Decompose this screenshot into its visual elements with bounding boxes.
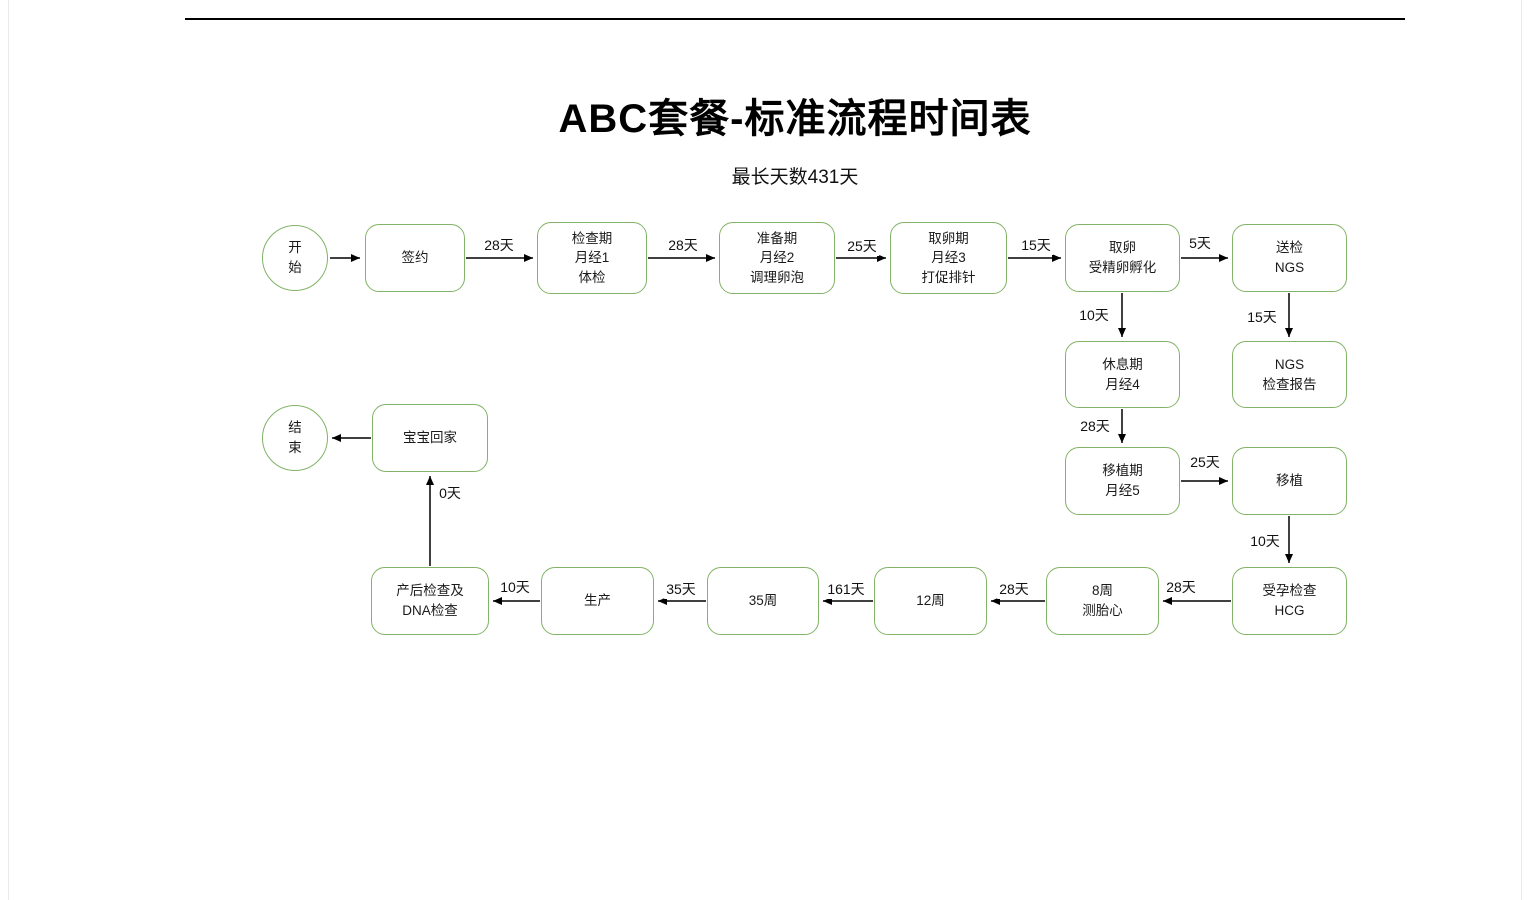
edge-label-week12-week35: 161天: [825, 579, 867, 599]
edge-label-prep-egg: 25天: [845, 236, 879, 256]
node-postpartum: 产后检查及 DNA检查: [371, 567, 489, 635]
node-retrieval: 取卵 受精卵孵化: [1065, 224, 1180, 292]
node-week35: 35周: [707, 567, 819, 635]
left-page-edge: [8, 0, 9, 900]
edge-label-transfer-period-transfer: 25天: [1188, 452, 1222, 472]
edge-label-week8-week12: 28天: [997, 579, 1031, 599]
node-week12: 12周: [874, 567, 987, 635]
node-baby-home: 宝宝回家: [372, 404, 488, 472]
edge-label-rest-transfer-period: 28天: [1078, 416, 1112, 436]
edge-label-birth-postpartum: 10天: [498, 577, 532, 597]
node-transfer-period: 移植期 月经5: [1065, 447, 1180, 515]
edge-label-transfer-hcg: 10天: [1248, 531, 1282, 551]
node-sign: 签约: [365, 224, 465, 292]
page-title: ABC套餐-标准流程时间表: [558, 97, 1032, 141]
right-page-edge: [1521, 0, 1522, 900]
node-egg-period: 取卵期 月经3 打促排针: [890, 222, 1007, 294]
edge-label-egg-retrieval: 15天: [1019, 235, 1053, 255]
node-prep: 准备期 月经2 调理卵泡: [719, 222, 835, 294]
node-birth: 生产: [541, 567, 654, 635]
edge-label-hcg-week8: 28天: [1164, 577, 1198, 597]
edge-label-sign-check: 28天: [482, 235, 516, 255]
node-ngs: 送检 NGS: [1232, 224, 1347, 292]
edge-label-check-prep: 28天: [666, 235, 700, 255]
node-week8: 8周 测胎心: [1046, 567, 1159, 635]
node-transfer: 移植: [1232, 447, 1347, 515]
node-ngs-report: NGS 检查报告: [1232, 341, 1347, 408]
edge-label-retrieval-rest: 10天: [1077, 305, 1111, 325]
node-start: 开 始: [262, 225, 328, 291]
page-subtitle: 最长天数431天: [731, 167, 859, 188]
node-hcg: 受孕检查 HCG: [1232, 567, 1347, 635]
node-rest: 休息期 月经4: [1065, 341, 1180, 408]
edge-label-postpartum-baby-home: 0天: [437, 483, 463, 503]
edge-label-ngs-report: 15天: [1245, 307, 1279, 327]
top-divider: [185, 18, 1405, 20]
node-end: 结 束: [262, 405, 328, 471]
edge-label-retrieval-ngs: 5天: [1187, 233, 1213, 253]
node-checkup: 检查期 月经1 体检: [537, 222, 647, 294]
edge-label-week35-birth: 35天: [664, 579, 698, 599]
